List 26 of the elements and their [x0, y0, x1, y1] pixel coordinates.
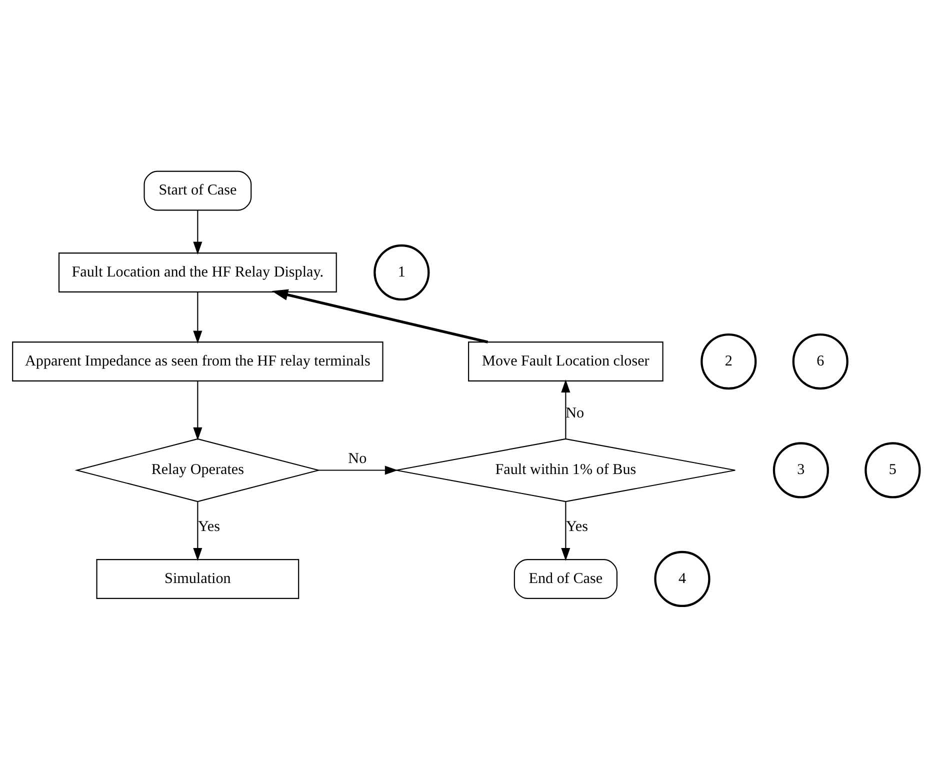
node-diamond: Relay Operates	[74, 438, 321, 502]
node-circle: 5	[864, 442, 921, 498]
arrow	[193, 381, 202, 440]
node-diamond: Fault within 1% of Bus	[396, 438, 736, 502]
arrow	[318, 466, 398, 475]
edge-label: No	[566, 406, 584, 422]
node-box: Move Fault Location closer	[468, 342, 664, 382]
node-circle: 3	[772, 442, 830, 498]
arrow	[561, 502, 570, 561]
arrow	[272, 289, 488, 344]
node-box: Simulation	[96, 559, 300, 599]
arrow	[193, 292, 202, 344]
node-circle: 2	[700, 333, 757, 390]
node-box: Start of Case	[144, 170, 252, 211]
node-box: Fault Location and the HF Relay Display.	[58, 252, 337, 292]
edge-label: Yes	[198, 518, 220, 535]
node-box: End of Case	[514, 559, 618, 599]
node-circle: 4	[654, 550, 710, 608]
edge-label: No	[348, 450, 367, 467]
edge-label: Yes	[566, 518, 588, 535]
node-box: Apparent Impedance as seen from the HF relay terminals	[12, 342, 384, 382]
node-circle: 6	[792, 333, 848, 390]
node-circle: 1	[374, 244, 430, 301]
arrow	[193, 502, 202, 561]
arrow	[193, 210, 202, 255]
arrow	[561, 380, 570, 439]
